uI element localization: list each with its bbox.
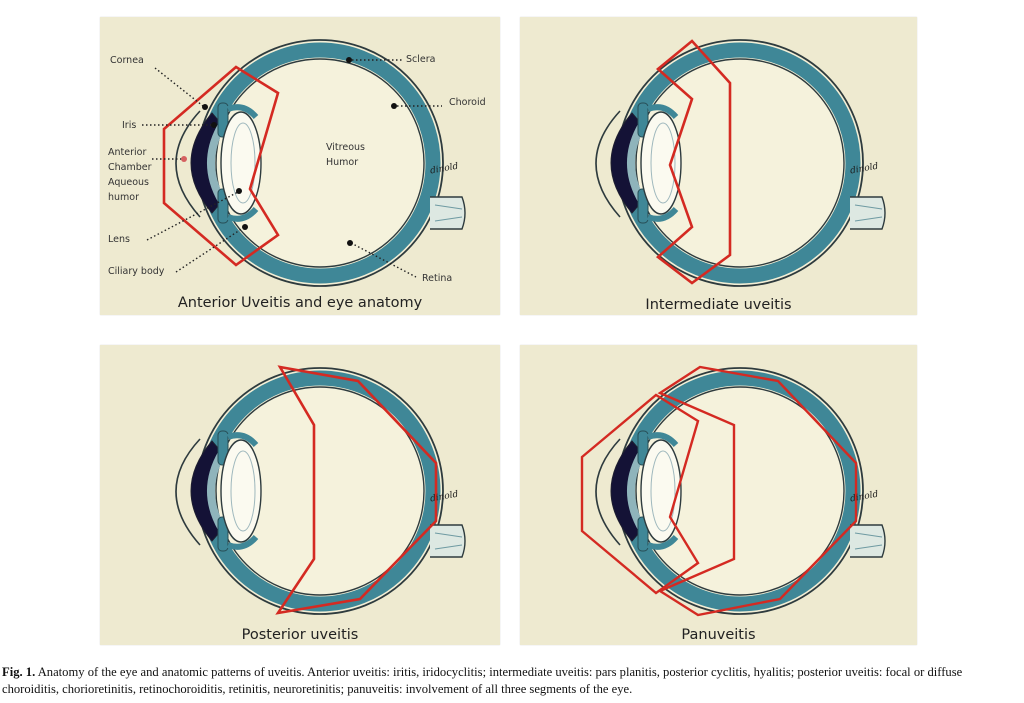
panel-caption: Intermediate uveitis: [645, 297, 792, 313]
label-sclera: Sclera: [406, 54, 436, 65]
label-anterior-chamber: Anterior Chamber Aqueous humor: [108, 147, 152, 203]
label-lens: Lens: [108, 234, 130, 245]
label-retina: Retina: [422, 273, 453, 284]
uveitis-region-outline: [580, 365, 858, 617]
uveitis-region-outline: [655, 39, 732, 285]
panel-caption: Anterior Uveitis and eye anatomy: [177, 295, 423, 311]
eye-diagram: [162, 39, 466, 287]
panel-caption: Posterior uveitis: [241, 627, 359, 643]
label-iris: Iris: [122, 120, 137, 131]
eye-diagram: [175, 365, 466, 615]
eye-diagram: [580, 365, 886, 617]
eye-globe: [595, 39, 886, 287]
label-vitreous-humor: Vitreous Humor: [326, 142, 365, 168]
eye-globe: [595, 367, 886, 615]
panel-posterior-uveitis: dinold Posterior uveitis: [100, 345, 500, 645]
figure-caption: Fig. 1. Anatomy of the eye and anatomic …: [2, 664, 1018, 698]
eye-diagram: [595, 39, 886, 287]
uveitis-region-outline: [275, 365, 438, 615]
label-choroid: Choroid: [449, 97, 486, 108]
figure-caption-text: Anatomy of the eye and anatomic patterns…: [2, 665, 963, 696]
panel-panuveitis: dinold Panuveitis: [520, 345, 917, 645]
figure-label: Fig. 1.: [2, 665, 36, 679]
panel-anterior-uveitis: Cornea Iris Anterior Chamber Aqueous hum…: [100, 17, 500, 315]
label-ciliary-body: Ciliary body: [108, 266, 165, 277]
eye-globe: [175, 39, 466, 287]
eye-globe: [175, 367, 466, 615]
panel-caption: Panuveitis: [681, 627, 756, 643]
panel-intermediate-uveitis: dinold Intermediate uveitis: [520, 17, 917, 315]
label-cornea: Cornea: [110, 55, 144, 66]
